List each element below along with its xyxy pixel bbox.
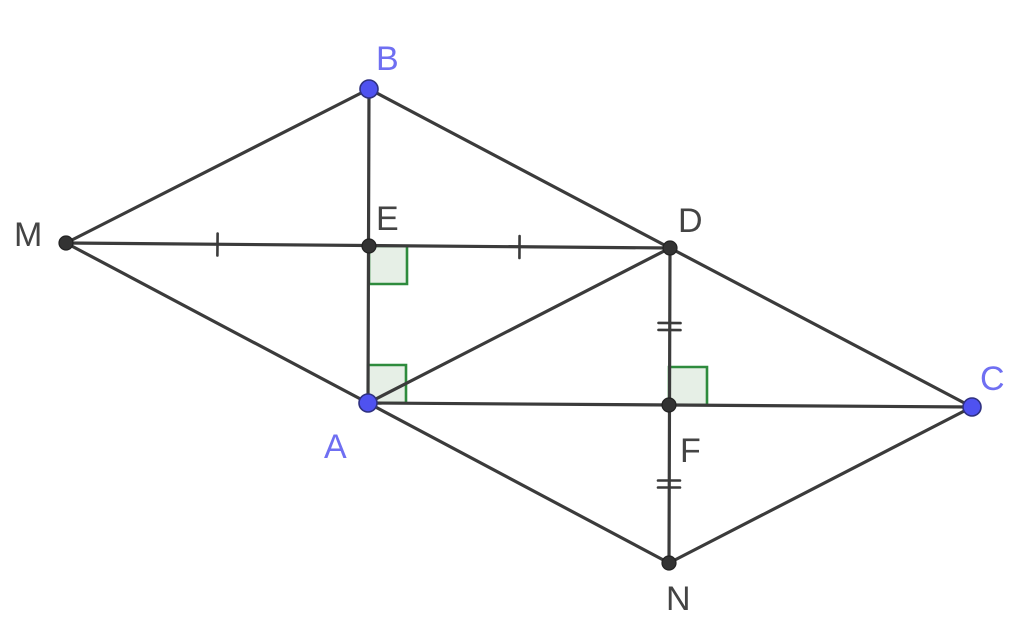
right-angle-E [367, 244, 409, 286]
segment-MA [64, 241, 370, 405]
label-A: A [324, 428, 347, 466]
segment-BD [367, 87, 672, 250]
segment-AD [366, 246, 672, 405]
point-N[interactable] [661, 555, 677, 571]
label-E: E [376, 200, 399, 238]
right-angle-markers [366, 244, 709, 407]
label-B: B [376, 40, 399, 78]
point-M[interactable] [58, 235, 74, 251]
point-labels: B M E D A F C N [14, 40, 1005, 618]
point-A[interactable] [358, 393, 378, 413]
point-F[interactable] [661, 397, 677, 413]
label-M: M [14, 216, 42, 254]
label-F: F [680, 432, 701, 470]
points [58, 79, 982, 571]
point-C[interactable] [962, 397, 982, 417]
label-D: D [678, 202, 703, 240]
right-angle-F [667, 365, 709, 407]
segments [64, 87, 974, 565]
segment-MB [64, 87, 371, 245]
label-C: C [980, 360, 1005, 398]
label-N: N [666, 580, 691, 618]
point-E[interactable] [361, 238, 377, 254]
point-B[interactable] [359, 79, 379, 99]
segment-DC [668, 246, 974, 409]
equal-length-ticks [216, 232, 682, 489]
segment-AN [366, 401, 671, 565]
segment-NC [667, 405, 974, 565]
point-D[interactable] [662, 240, 678, 256]
